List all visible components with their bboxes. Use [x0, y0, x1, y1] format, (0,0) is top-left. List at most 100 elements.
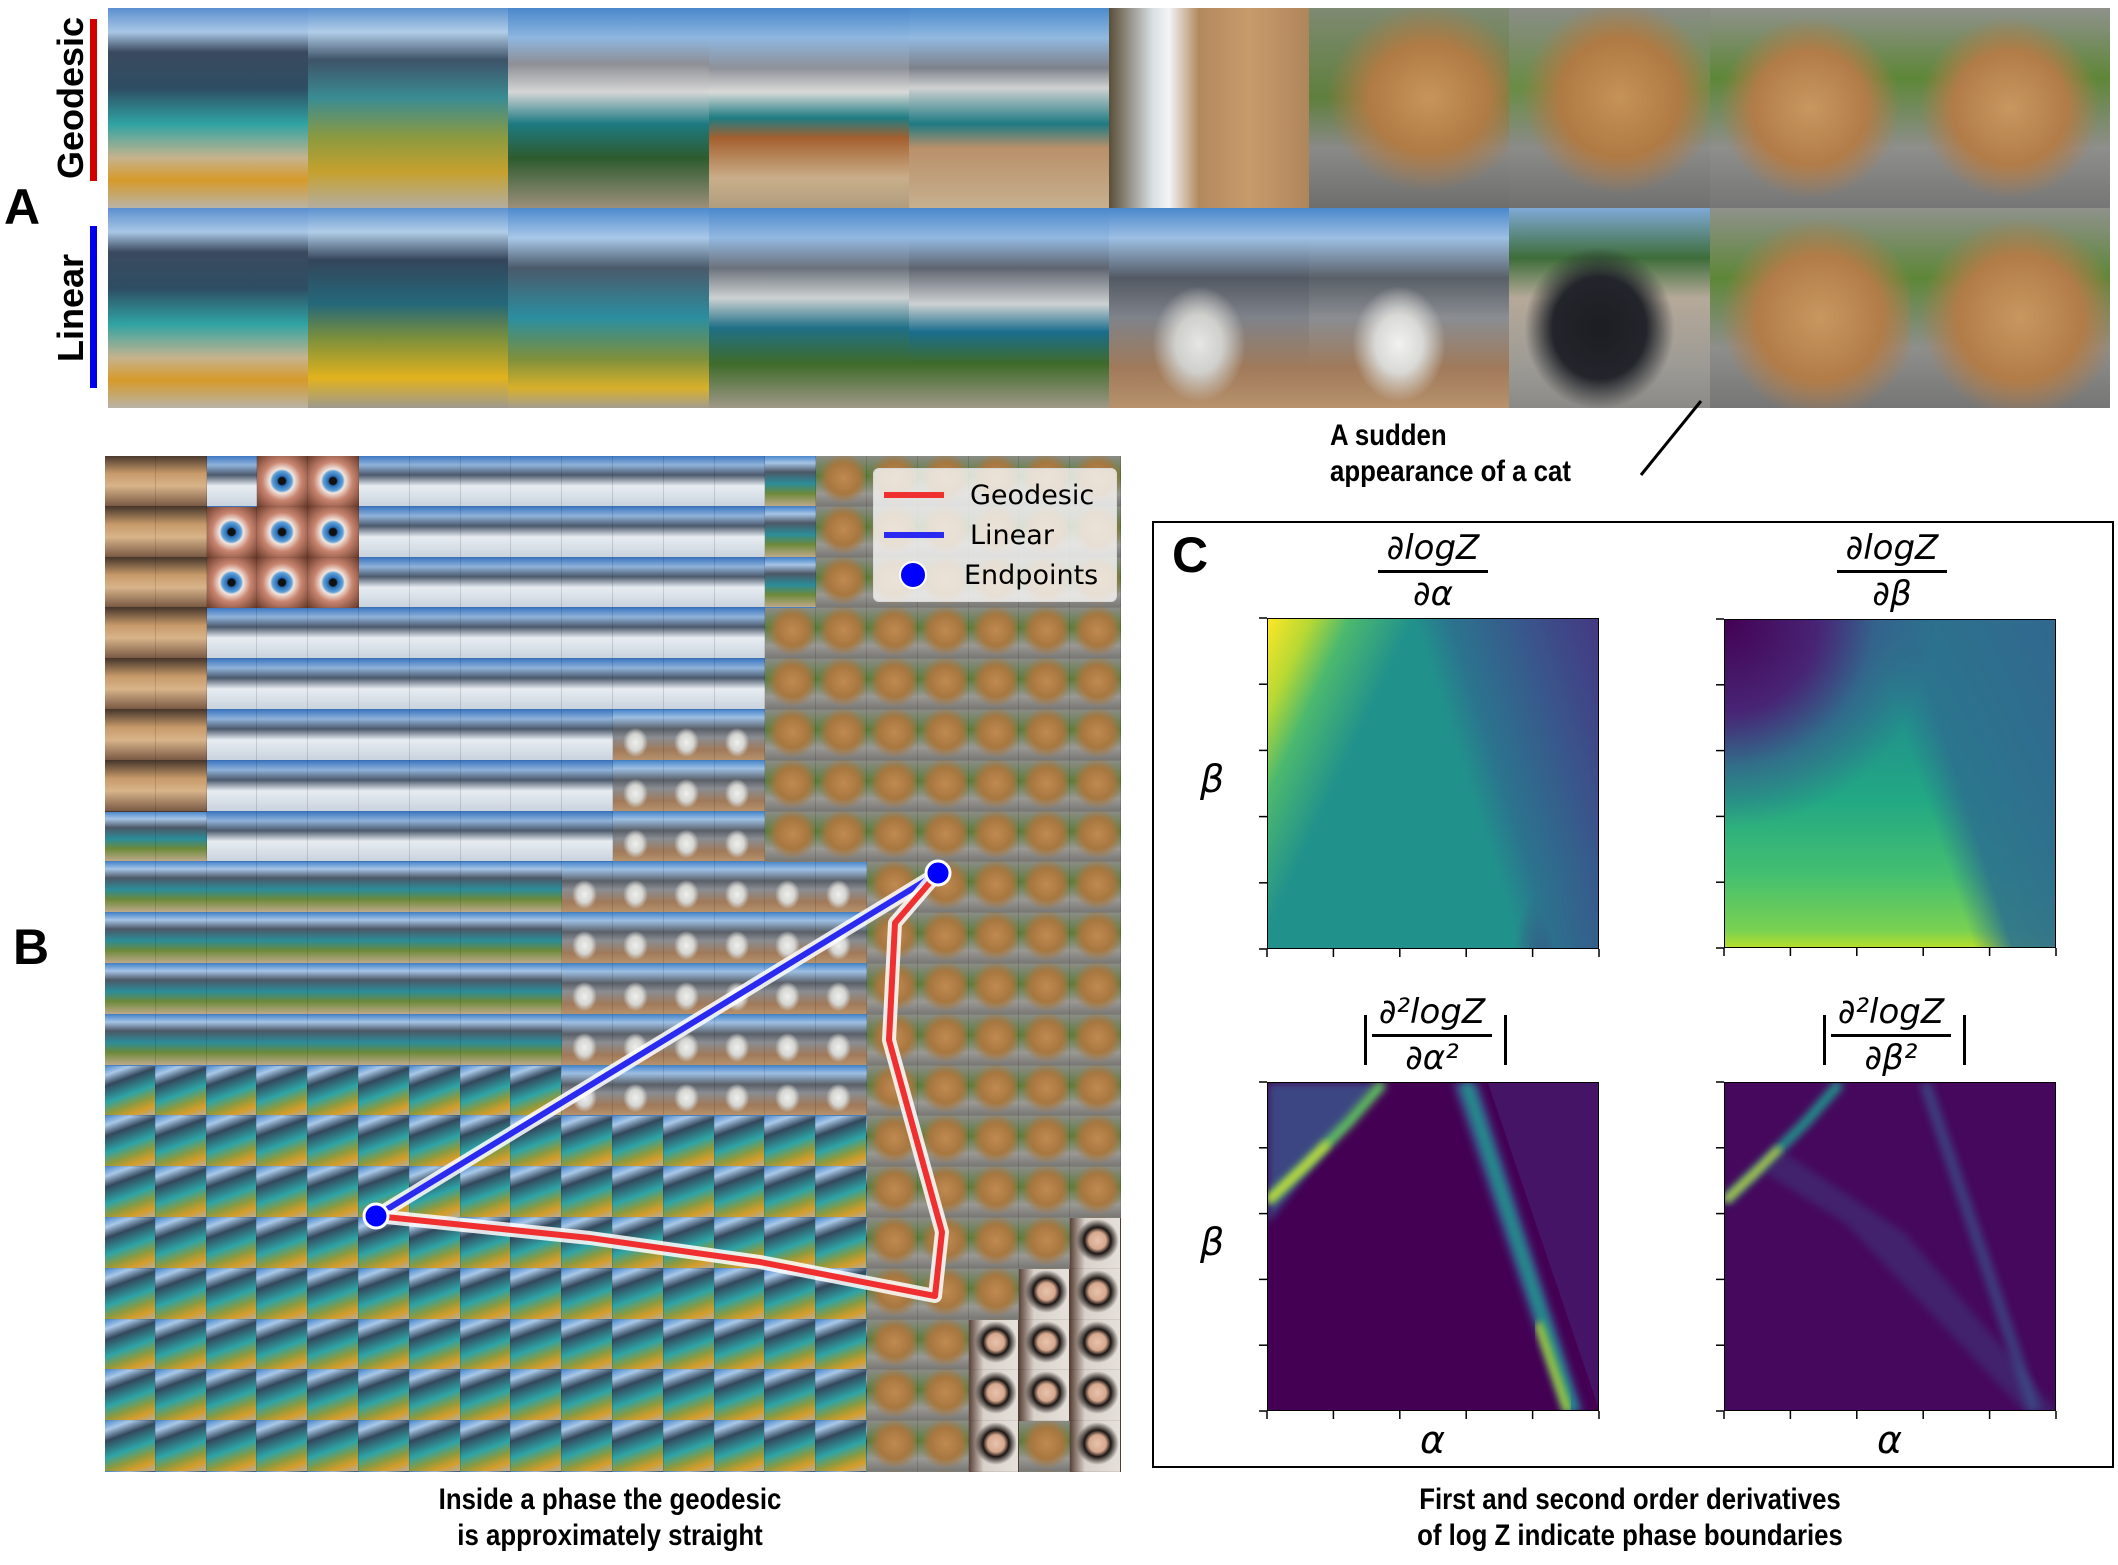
grid-thumbnail [663, 1268, 715, 1320]
image-tile [1309, 208, 1510, 408]
grid-thumbnail [562, 456, 613, 507]
grid-thumbnail [1070, 659, 1121, 710]
grid-thumbnail [917, 1370, 969, 1422]
grid-thumbnail [308, 1116, 359, 1168]
grid-thumbnail [105, 709, 156, 761]
grid-thumbnail [155, 1421, 207, 1472]
grid-thumbnail [663, 659, 715, 710]
grid-thumbnail [714, 709, 766, 761]
grid-thumbnail [206, 456, 258, 507]
grid-thumbnail [612, 659, 664, 710]
grid-thumbnail [460, 760, 512, 812]
grid-thumbnail [155, 760, 207, 812]
grid-thumbnail [257, 1319, 309, 1371]
grid-thumbnail [105, 1217, 156, 1269]
heatmap-ridges [1268, 1083, 1598, 1410]
image-tile [1909, 8, 2110, 208]
grid-thumbnail [308, 1167, 359, 1218]
grid-thumbnail [511, 1370, 563, 1422]
panel-c-caption: First and second order derivatives of lo… [1372, 1482, 1888, 1554]
grid-thumbnail [866, 659, 918, 710]
grid-thumbnail [460, 456, 512, 507]
grid-thumbnail [714, 1268, 766, 1320]
grid-thumbnail [562, 963, 613, 1015]
grid-thumbnail [308, 811, 359, 863]
grid-thumbnail [257, 506, 309, 558]
grid-thumbnail [358, 557, 410, 609]
grid-thumbnail [257, 557, 309, 609]
grid-thumbnail [511, 1421, 563, 1472]
image-tile [108, 208, 309, 408]
grid-thumbnail [511, 709, 563, 761]
grid-thumbnail [816, 506, 867, 558]
grid-thumbnail [968, 760, 1020, 812]
grid-thumbnail [308, 659, 359, 710]
grid-thumbnail [968, 963, 1020, 1015]
grid-thumbnail [358, 1421, 410, 1472]
grid-thumbnail [409, 456, 461, 507]
grid-thumbnail [409, 557, 461, 609]
grid-thumbnail [460, 913, 512, 964]
grid-thumbnail [663, 1065, 715, 1117]
grid-thumbnail [816, 862, 867, 914]
grid-thumbnail [663, 608, 715, 660]
grid-thumbnail [765, 1014, 817, 1066]
grid-thumbnail [714, 557, 766, 609]
image-tile [1709, 8, 1910, 208]
grid-thumbnail [358, 913, 410, 964]
panel-c-label: C [1172, 527, 1209, 583]
grid-thumbnail [308, 1370, 359, 1422]
grid-thumbnail [1070, 1421, 1121, 1472]
grid-thumbnail [663, 1116, 715, 1168]
grid-thumbnail [968, 811, 1020, 863]
grid-thumbnail [511, 1014, 563, 1066]
image-tile [1108, 208, 1310, 408]
grid-thumbnail [155, 1268, 207, 1320]
grid-thumbnail [155, 659, 207, 710]
grid-thumbnail [917, 913, 969, 964]
grid-thumbnail [511, 1319, 563, 1371]
grid-thumbnail [866, 1319, 918, 1371]
heatmap-ridges [1725, 1083, 2055, 1410]
grid-thumbnail [612, 1370, 664, 1422]
grid-thumbnail [206, 1065, 258, 1117]
grid-thumbnail [155, 1014, 207, 1066]
grid-thumbnail [765, 1167, 817, 1218]
grid-thumbnail [917, 1421, 969, 1472]
grid-thumbnail [155, 1319, 207, 1371]
grid-thumbnail [257, 811, 309, 863]
grid-thumbnail [714, 506, 766, 558]
linear-line-swatch [884, 532, 944, 538]
grid-thumbnail [155, 456, 207, 507]
grid-thumbnail [257, 709, 309, 761]
grid-thumbnail [968, 1116, 1020, 1168]
grid-thumbnail [714, 1167, 766, 1218]
grid-thumbnail [816, 1421, 867, 1472]
grid-thumbnail [206, 1014, 258, 1066]
grid-thumbnail [358, 506, 410, 558]
grid-thumbnail [663, 963, 715, 1015]
grid-thumbnail [765, 862, 817, 914]
grid-thumbnail [1070, 963, 1121, 1015]
grid-thumbnail [206, 557, 258, 609]
grid-thumbnail [816, 608, 867, 660]
heatmap-d2logz-dalpha2 [1267, 1082, 1599, 1411]
grid-thumbnail [1019, 913, 1071, 964]
caption-line-2: of log Z indicate phase boundaries [1417, 1519, 1843, 1552]
grid-thumbnail [612, 862, 664, 914]
image-tile [508, 208, 709, 408]
grid-thumbnail [562, 1319, 613, 1371]
grid-thumbnail [308, 1014, 359, 1066]
grid-thumbnail [105, 1268, 156, 1320]
grid-thumbnail [714, 811, 766, 863]
grid-thumbnail [562, 506, 613, 558]
grid-thumbnail [562, 913, 613, 964]
grid-thumbnail [612, 913, 664, 964]
grid-thumbnail [257, 1217, 309, 1269]
grid-thumbnail [663, 913, 715, 964]
grid-thumbnail [917, 608, 969, 660]
ylabel-beta-bottom: β [1200, 1220, 1225, 1264]
grid-thumbnail [460, 1014, 512, 1066]
image-tile [708, 8, 909, 208]
grid-thumbnail [714, 456, 766, 507]
